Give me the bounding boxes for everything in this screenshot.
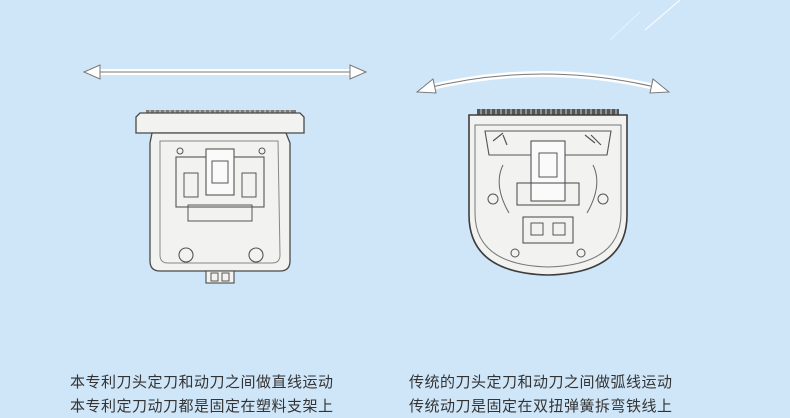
right-panel: 传统的刀头定刀和动刀之间做弧线运动 传统动刀是固定在双扭弹簧拆弯铁线上 bbox=[395, 55, 790, 415]
left-panel: 本专利刀头定刀和动刀之间做直线运动 本专利定刀动刀都是固定在塑料支架上 bbox=[0, 55, 395, 415]
left-caption-line-2: 本专利定刀动刀都是固定在塑料支架上 bbox=[70, 397, 334, 415]
trimmer-blade-round-icon bbox=[468, 109, 628, 276]
left-caption-line-1: 本专利刀头定刀和动刀之间做直线运动 bbox=[70, 373, 334, 391]
right-caption: 传统的刀头定刀和动刀之间做弧线运动 传统动刀是固定在双扭弹簧拆弯铁线上 bbox=[409, 370, 673, 418]
left-caption: 本专利刀头定刀和动刀之间做直线运动 本专利定刀动刀都是固定在塑料支架上 bbox=[70, 370, 334, 418]
trimmer-blade-t-shape-icon bbox=[135, 110, 305, 284]
right-caption-line-1: 传统的刀头定刀和动刀之间做弧线运动 bbox=[409, 373, 673, 391]
right-caption-line-2: 传统动刀是固定在双扭弹簧拆弯铁线上 bbox=[409, 397, 673, 415]
straight-double-arrow-icon bbox=[82, 64, 368, 80]
curved-double-arrow-icon bbox=[415, 71, 671, 94]
